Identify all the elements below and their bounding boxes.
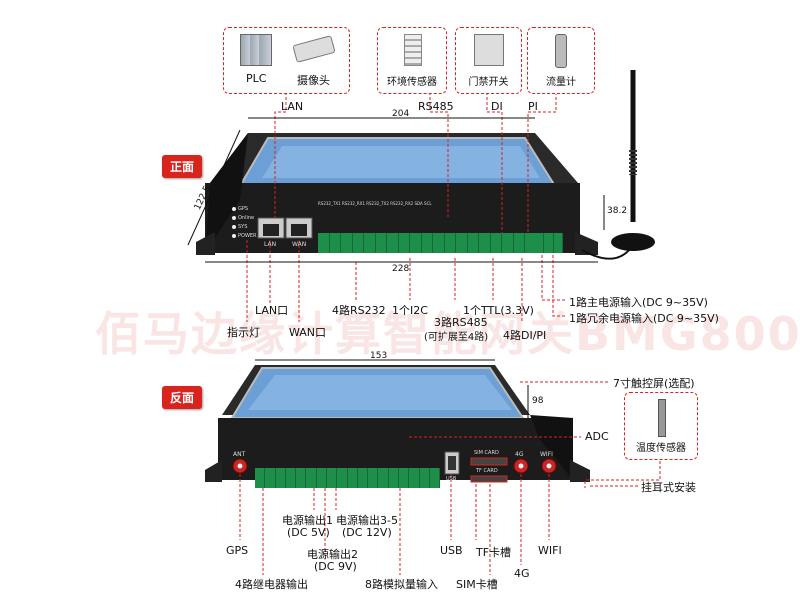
back-terminal-block — [255, 468, 441, 488]
led-online — [232, 216, 236, 220]
label-dipi: 4路DI/PI — [503, 329, 547, 342]
label-pwr-out-2-note: (DC 9V) — [314, 560, 357, 573]
callout-label-flow: 流量计 — [546, 77, 576, 88]
panel-label-ant: ANT — [233, 451, 246, 458]
front-power-terminal — [535, 233, 563, 253]
label-gps: GPS — [226, 544, 249, 557]
panel-label-tf: TF CARD — [476, 468, 498, 474]
callout-access-control: 门禁开关 — [455, 27, 522, 94]
label-relay: 4路继电器输出 — [235, 578, 308, 591]
access-control-icon — [474, 34, 504, 66]
tf-slot — [470, 475, 508, 483]
label-rs485-note: (可扩展至4路) — [424, 332, 489, 343]
dim-front-height: 38.2 — [607, 206, 628, 216]
callout-label-access: 门禁开关 — [468, 77, 509, 88]
callout-label-camera: 摄像头 — [297, 74, 330, 87]
label-adc: ADC — [585, 430, 609, 443]
label-i2c: 1个I2C — [392, 304, 428, 317]
dim-front-width-bottom: 228 — [392, 264, 410, 274]
label-pwr-out-3-5: 电源输出3-5 — [336, 514, 398, 527]
label-rs485: 3路RS485 — [434, 316, 488, 329]
led-power — [232, 234, 236, 238]
front-view-badge: 正面 — [162, 155, 203, 178]
label-pwr-out-2: 电源输出2 — [307, 548, 358, 561]
panel-label-usb: USB — [446, 476, 457, 482]
label-top-di: DI — [491, 100, 503, 113]
panel-label-online: Online — [238, 215, 255, 221]
flowmeter-icon — [555, 34, 567, 68]
plc-module-icon — [240, 34, 272, 66]
panel-label-sys: SYS — [238, 224, 248, 230]
label-pwr-out-3-5-note: (DC 12V) — [342, 526, 392, 539]
back-view-badge: 反面 — [162, 386, 203, 409]
environment-sensor-icon — [404, 34, 422, 66]
label-power-redundant: 1路冗余电源输入(DC 9~35V) — [569, 312, 719, 325]
panel-label-sim: SIM CARD — [474, 450, 499, 456]
label-top-lan: LAN — [281, 100, 304, 113]
front-terminal-block — [318, 233, 548, 253]
label-power-main: 1路主电源输入(DC 9~35V) — [569, 296, 708, 309]
label-sim-slot: SIM卡槽 — [456, 578, 498, 591]
front-right-ear — [575, 232, 598, 255]
label-tf-slot: TF卡槽 — [476, 546, 512, 559]
callout-environment-sensor: 环境传感器 — [377, 27, 447, 94]
led-sys — [232, 225, 236, 229]
temperature-sensor-icon — [658, 399, 666, 437]
back-right-ear — [570, 460, 590, 482]
svg-text:RS232_TX1 RS232_RX1 RS232_TX2: RS232_TX1 RS232_RX1 RS232_TX2 RS232_RX2 … — [318, 201, 432, 206]
label-ttl: 1个TTL(3.3V) — [463, 304, 534, 317]
callout-label-temp: 温度传感器 — [636, 443, 686, 454]
label-indicator: 指示灯 — [227, 326, 260, 339]
label-pwr-out-1-note: (DC 5V) — [287, 526, 330, 539]
label-wan-port: WAN口 — [289, 326, 327, 339]
back-left-ear — [205, 460, 222, 482]
label-usb: USB — [440, 544, 463, 557]
callout-temperature-sensor: 温度传感器 — [624, 392, 698, 460]
label-wifi: WIFI — [538, 544, 562, 557]
panel-label-power: POWER — [238, 233, 257, 239]
label-top-rs485: RS485 — [418, 100, 454, 113]
front-left-ear — [196, 232, 215, 255]
front-device-side — [205, 133, 248, 253]
antenna-cable — [581, 244, 634, 260]
label-top-pi: PI — [528, 100, 538, 113]
antenna-base — [611, 233, 655, 251]
label-ear-mount: 挂耳式安装 — [641, 481, 696, 494]
camera-icon — [292, 35, 336, 63]
dim-front-width-top: 204 — [392, 109, 410, 119]
callout-flowmeter: 流量计 — [527, 27, 595, 94]
label-rs232: 4路RS232 — [332, 304, 386, 317]
watermark: 佰马边缘计算智能网关BMG800 — [95, 307, 800, 361]
back-device-side — [530, 415, 573, 480]
label-4g: 4G — [514, 567, 530, 580]
callout-label-plc: PLC — [246, 72, 267, 85]
dim-back-depth: 98 — [532, 396, 544, 406]
label-analog: 8路模拟量输入 — [365, 578, 438, 591]
callout-label-env: 环境传感器 — [387, 77, 437, 88]
panel-label-wan: WAN — [292, 241, 307, 248]
led-gps — [232, 207, 236, 211]
sim-slot — [470, 457, 508, 466]
callout-plc-camera: PLC 摄像头 — [223, 27, 350, 94]
panel-label-gps: GPS — [238, 206, 249, 212]
label-lan-port: LAN口 — [255, 304, 289, 317]
label-touchscreen: 7寸触控屏(选配) — [613, 377, 695, 390]
panel-label-lan: LAN — [264, 241, 277, 248]
panel-label-4g: 4G — [515, 451, 524, 458]
dim-back-width: 153 — [370, 351, 388, 361]
panel-label-wifi: WIFI — [540, 451, 553, 458]
label-pwr-out-1: 电源输出1 — [282, 514, 333, 527]
